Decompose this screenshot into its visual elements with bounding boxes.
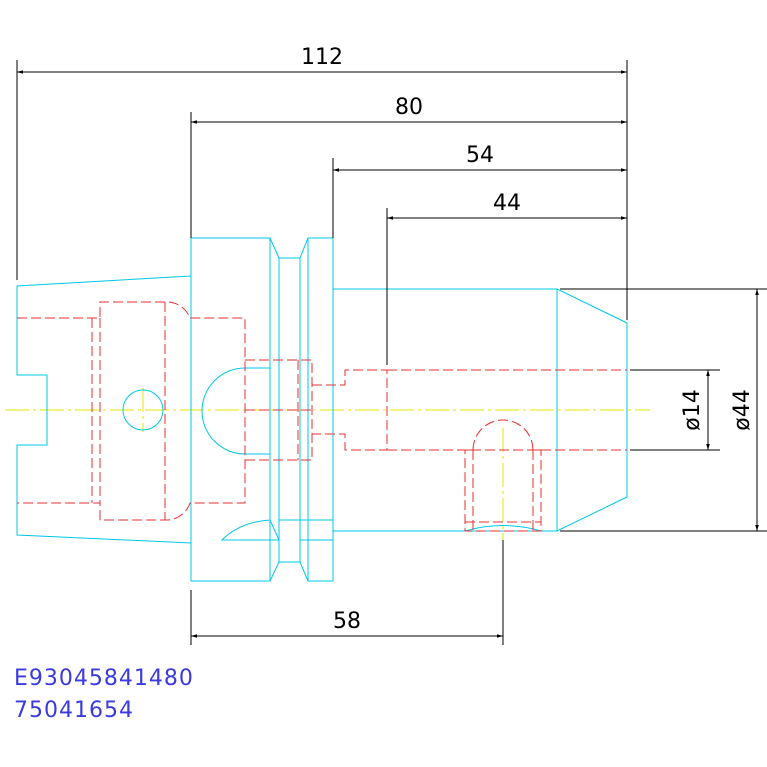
counterbore [312, 369, 388, 451]
pin-hole [122, 389, 164, 431]
dim-44: 44 [493, 191, 521, 216]
dim-58: 58 [333, 609, 361, 634]
dim-d44: ø44 [730, 389, 755, 430]
drive-slot-arc [201, 367, 270, 455]
inner-bore [245, 359, 313, 461]
coolant-slot [220, 519, 280, 541]
cross-hole-arc [464, 525, 542, 532]
hidden-lines [17, 301, 627, 532]
dim-112: 112 [301, 45, 343, 70]
centerlines [5, 388, 650, 540]
cross-hole [464, 419, 542, 532]
dim-54: 54 [466, 143, 494, 168]
groove-neck [279, 257, 301, 563]
taper-shank [16, 275, 192, 544]
part-code-line-2: 75041654 [14, 698, 134, 723]
dimension-lines: 112 80 54 44 58 ø14 ø44 [16, 45, 767, 645]
dim-80: 80 [395, 95, 423, 120]
flange-collar [299, 237, 334, 582]
shank-bore [17, 301, 246, 521]
part-code-line-1: E93045841480 [14, 666, 194, 691]
dim-d14: ø14 [680, 389, 705, 430]
